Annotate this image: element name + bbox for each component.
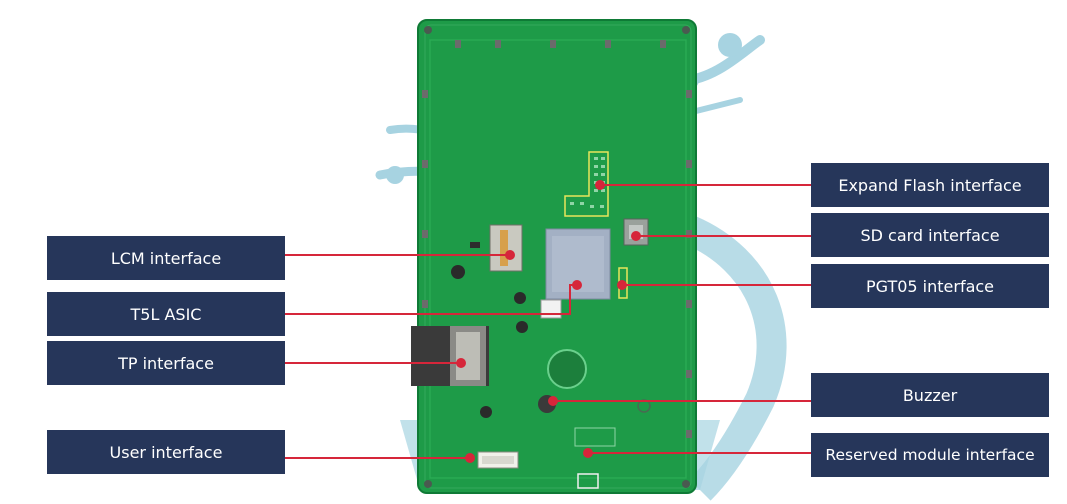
edge-connectors [422,40,692,438]
label-reserved-module-interface: Reserved module interface [811,433,1049,477]
label-buzzer: Buzzer [811,373,1049,417]
label-lcm-interface: LCM interface [47,236,285,280]
label-sd-card-interface: SD card interface [811,213,1049,257]
label-t5l-asic: T5L ASIC [47,292,285,336]
expand-flash-footprint [564,151,609,217]
reserved-module-footprint [577,473,599,489]
user-interface-connector [477,451,519,469]
lcm-connector [489,224,523,272]
mounting-holes [424,26,690,488]
label-expand-flash-interface: Expand Flash interface [811,163,1049,207]
leader-lines [285,180,811,463]
tp-connector [411,326,489,386]
label-user-interface: User interface [47,430,285,474]
label-pgt05-interface: PGT05 interface [811,264,1049,308]
label-tp-interface: TP interface [47,341,285,385]
